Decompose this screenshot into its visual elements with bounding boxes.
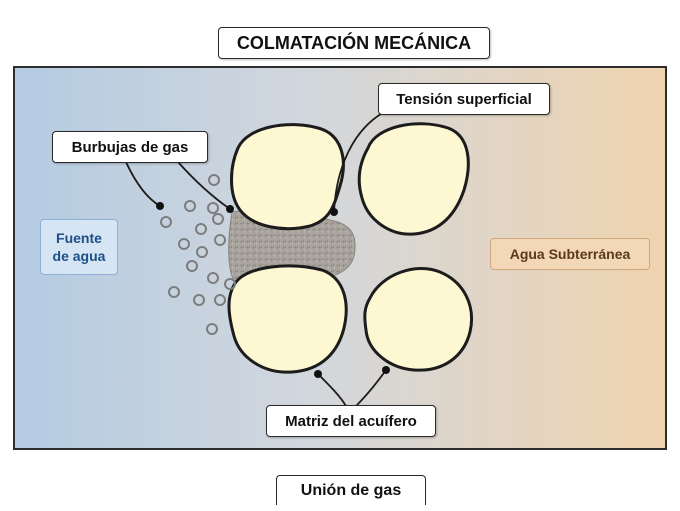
label-burbujas-de-gas: Burbujas de gas (52, 131, 208, 163)
gas-bubble-icon (184, 200, 196, 212)
sand-grain-icon (227, 264, 348, 374)
caption-union-de-gas: Unión de gas (276, 475, 426, 505)
gas-bubble-icon (186, 260, 198, 272)
gas-bubble-icon (193, 294, 205, 306)
label-agua-subterranea: Agua Subterránea (490, 238, 650, 270)
leader-line-icon (355, 369, 387, 407)
gas-bubble-icon (214, 294, 226, 306)
gas-bubble-icon (196, 246, 208, 258)
gas-bubble-icon (168, 286, 180, 298)
gas-bubble-icon (160, 216, 172, 228)
label-fuente-line2: de agua (52, 248, 106, 264)
gas-bubble-icon (195, 223, 207, 235)
leader-dots (156, 202, 390, 378)
gas-bubble-icon (207, 272, 219, 284)
label-tension-superficial: Tensión superficial (378, 83, 550, 115)
label-matriz-del-acuifero: Matriz del acuífero (266, 405, 436, 437)
leader-line-icon (177, 161, 231, 210)
gas-bubble-icon (208, 174, 220, 186)
label-fuente-de-agua: Fuente de agua (40, 219, 118, 275)
gas-bubble-icon (212, 213, 224, 225)
gas-bubbles (160, 174, 236, 335)
gas-bubble-icon (206, 323, 218, 335)
label-fuente-line1: Fuente (56, 230, 102, 246)
sand-grain-icon (357, 122, 470, 236)
sand-grain-icon (363, 267, 473, 372)
sand-grain-icon (230, 123, 345, 231)
leader-line-icon (317, 373, 347, 407)
gas-bubble-icon (207, 202, 219, 214)
gas-bubble-icon (214, 234, 226, 246)
leader-line-icon (333, 109, 389, 213)
gas-bubble-icon (224, 278, 236, 290)
gas-bubble-icon (178, 238, 190, 250)
diagram-title: COLMATACIÓN MECÁNICA (218, 27, 490, 59)
